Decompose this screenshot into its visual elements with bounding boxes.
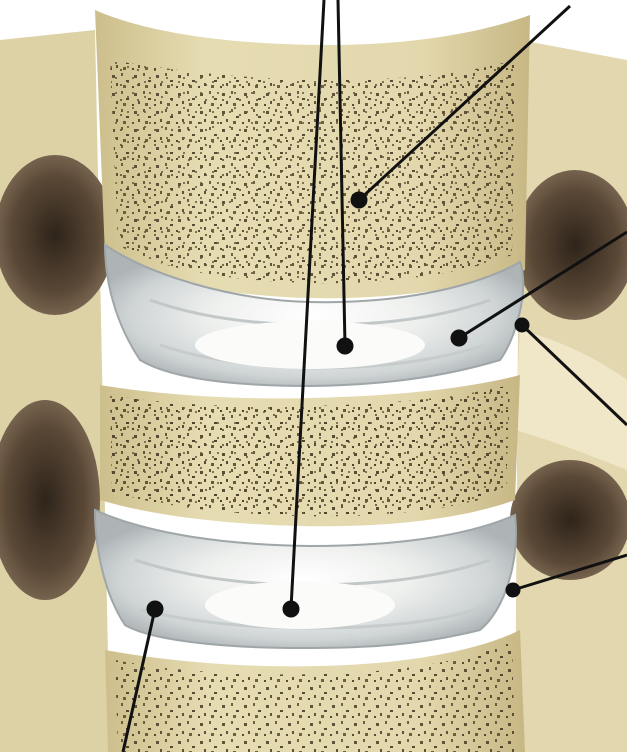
vertebral-body-upper (95, 10, 530, 298)
leader-dot-ligament-lower (507, 584, 519, 596)
leader-dot-nucleus-upper (338, 339, 352, 353)
leader-dot-vertebral-body (352, 193, 366, 207)
intervertebral-foramen-left-upper (0, 155, 115, 315)
leader-dot-annulus-lower (148, 602, 162, 616)
nucleus-pulposus-lower (205, 581, 395, 629)
lateral-mass-left (0, 30, 110, 752)
leader-dot-nucleus-lower (284, 602, 298, 616)
intervertebral-foramen-right-lower (510, 460, 627, 580)
leader-dot-annulus-upper (452, 331, 466, 345)
leader-dot-ligament-upper (516, 319, 528, 331)
nucleus-pulposus-upper (195, 321, 425, 369)
